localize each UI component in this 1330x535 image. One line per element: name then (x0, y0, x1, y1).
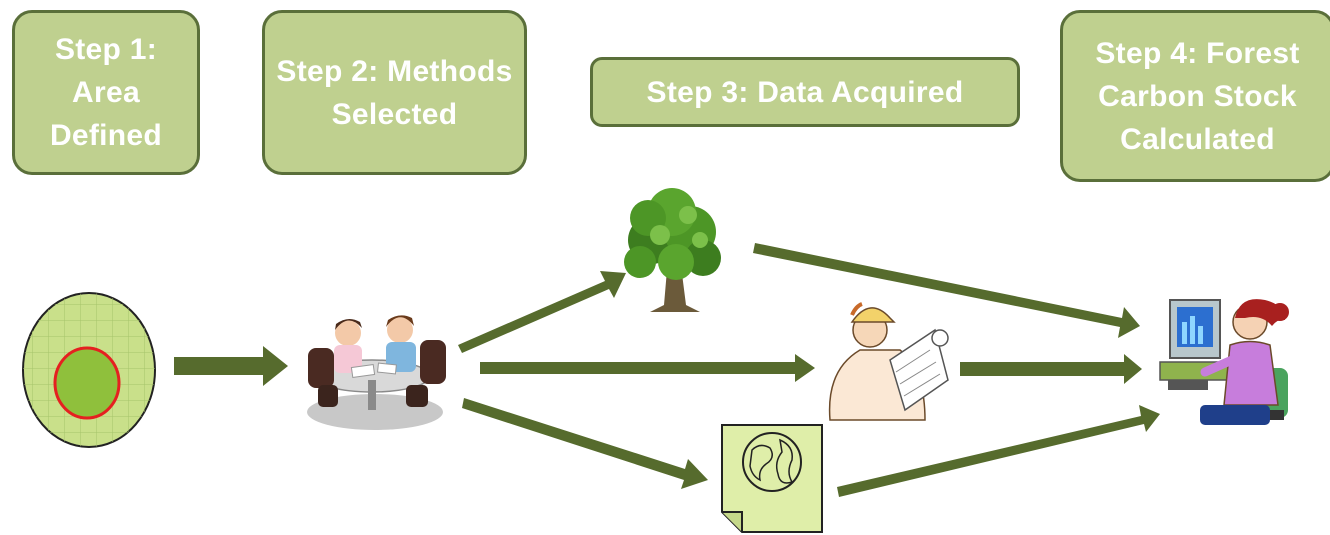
arrow-methods-to-map (462, 398, 708, 489)
meeting-icon (307, 315, 446, 430)
area-map-icon (22, 292, 156, 448)
step-3-box: Step 3: Data Acquired (590, 57, 1020, 127)
step-1-label: Step 1: Area Defined (49, 33, 163, 152)
step-3-label: Step 3: Data Acquired (646, 75, 964, 109)
globe-document-icon (721, 424, 823, 533)
arrow-surveyor-to-computer (960, 354, 1142, 384)
step-1-box: Step 1: Area Defined (12, 10, 200, 175)
arrow-methods-to-tree (458, 271, 626, 353)
arrow-area-to-methods (174, 346, 288, 386)
arrow-methods-to-surveyor (480, 354, 815, 382)
tree-icon (624, 188, 721, 312)
arrows (174, 243, 1160, 497)
step-2-box: Step 2: Methods Selected (262, 10, 527, 175)
surveyor-icon (828, 302, 949, 421)
step-4-label: Step 4: Forest Carbon Stock Calculated (1095, 36, 1300, 156)
step-2-label: Step 2: Methods Selected (276, 54, 513, 131)
computer-user-icon (1159, 299, 1289, 425)
arrow-map-to-computer (837, 405, 1160, 497)
step-4-box: Step 4: Forest Carbon Stock Calculated (1060, 10, 1330, 182)
arrow-tree-to-computer (753, 243, 1140, 338)
